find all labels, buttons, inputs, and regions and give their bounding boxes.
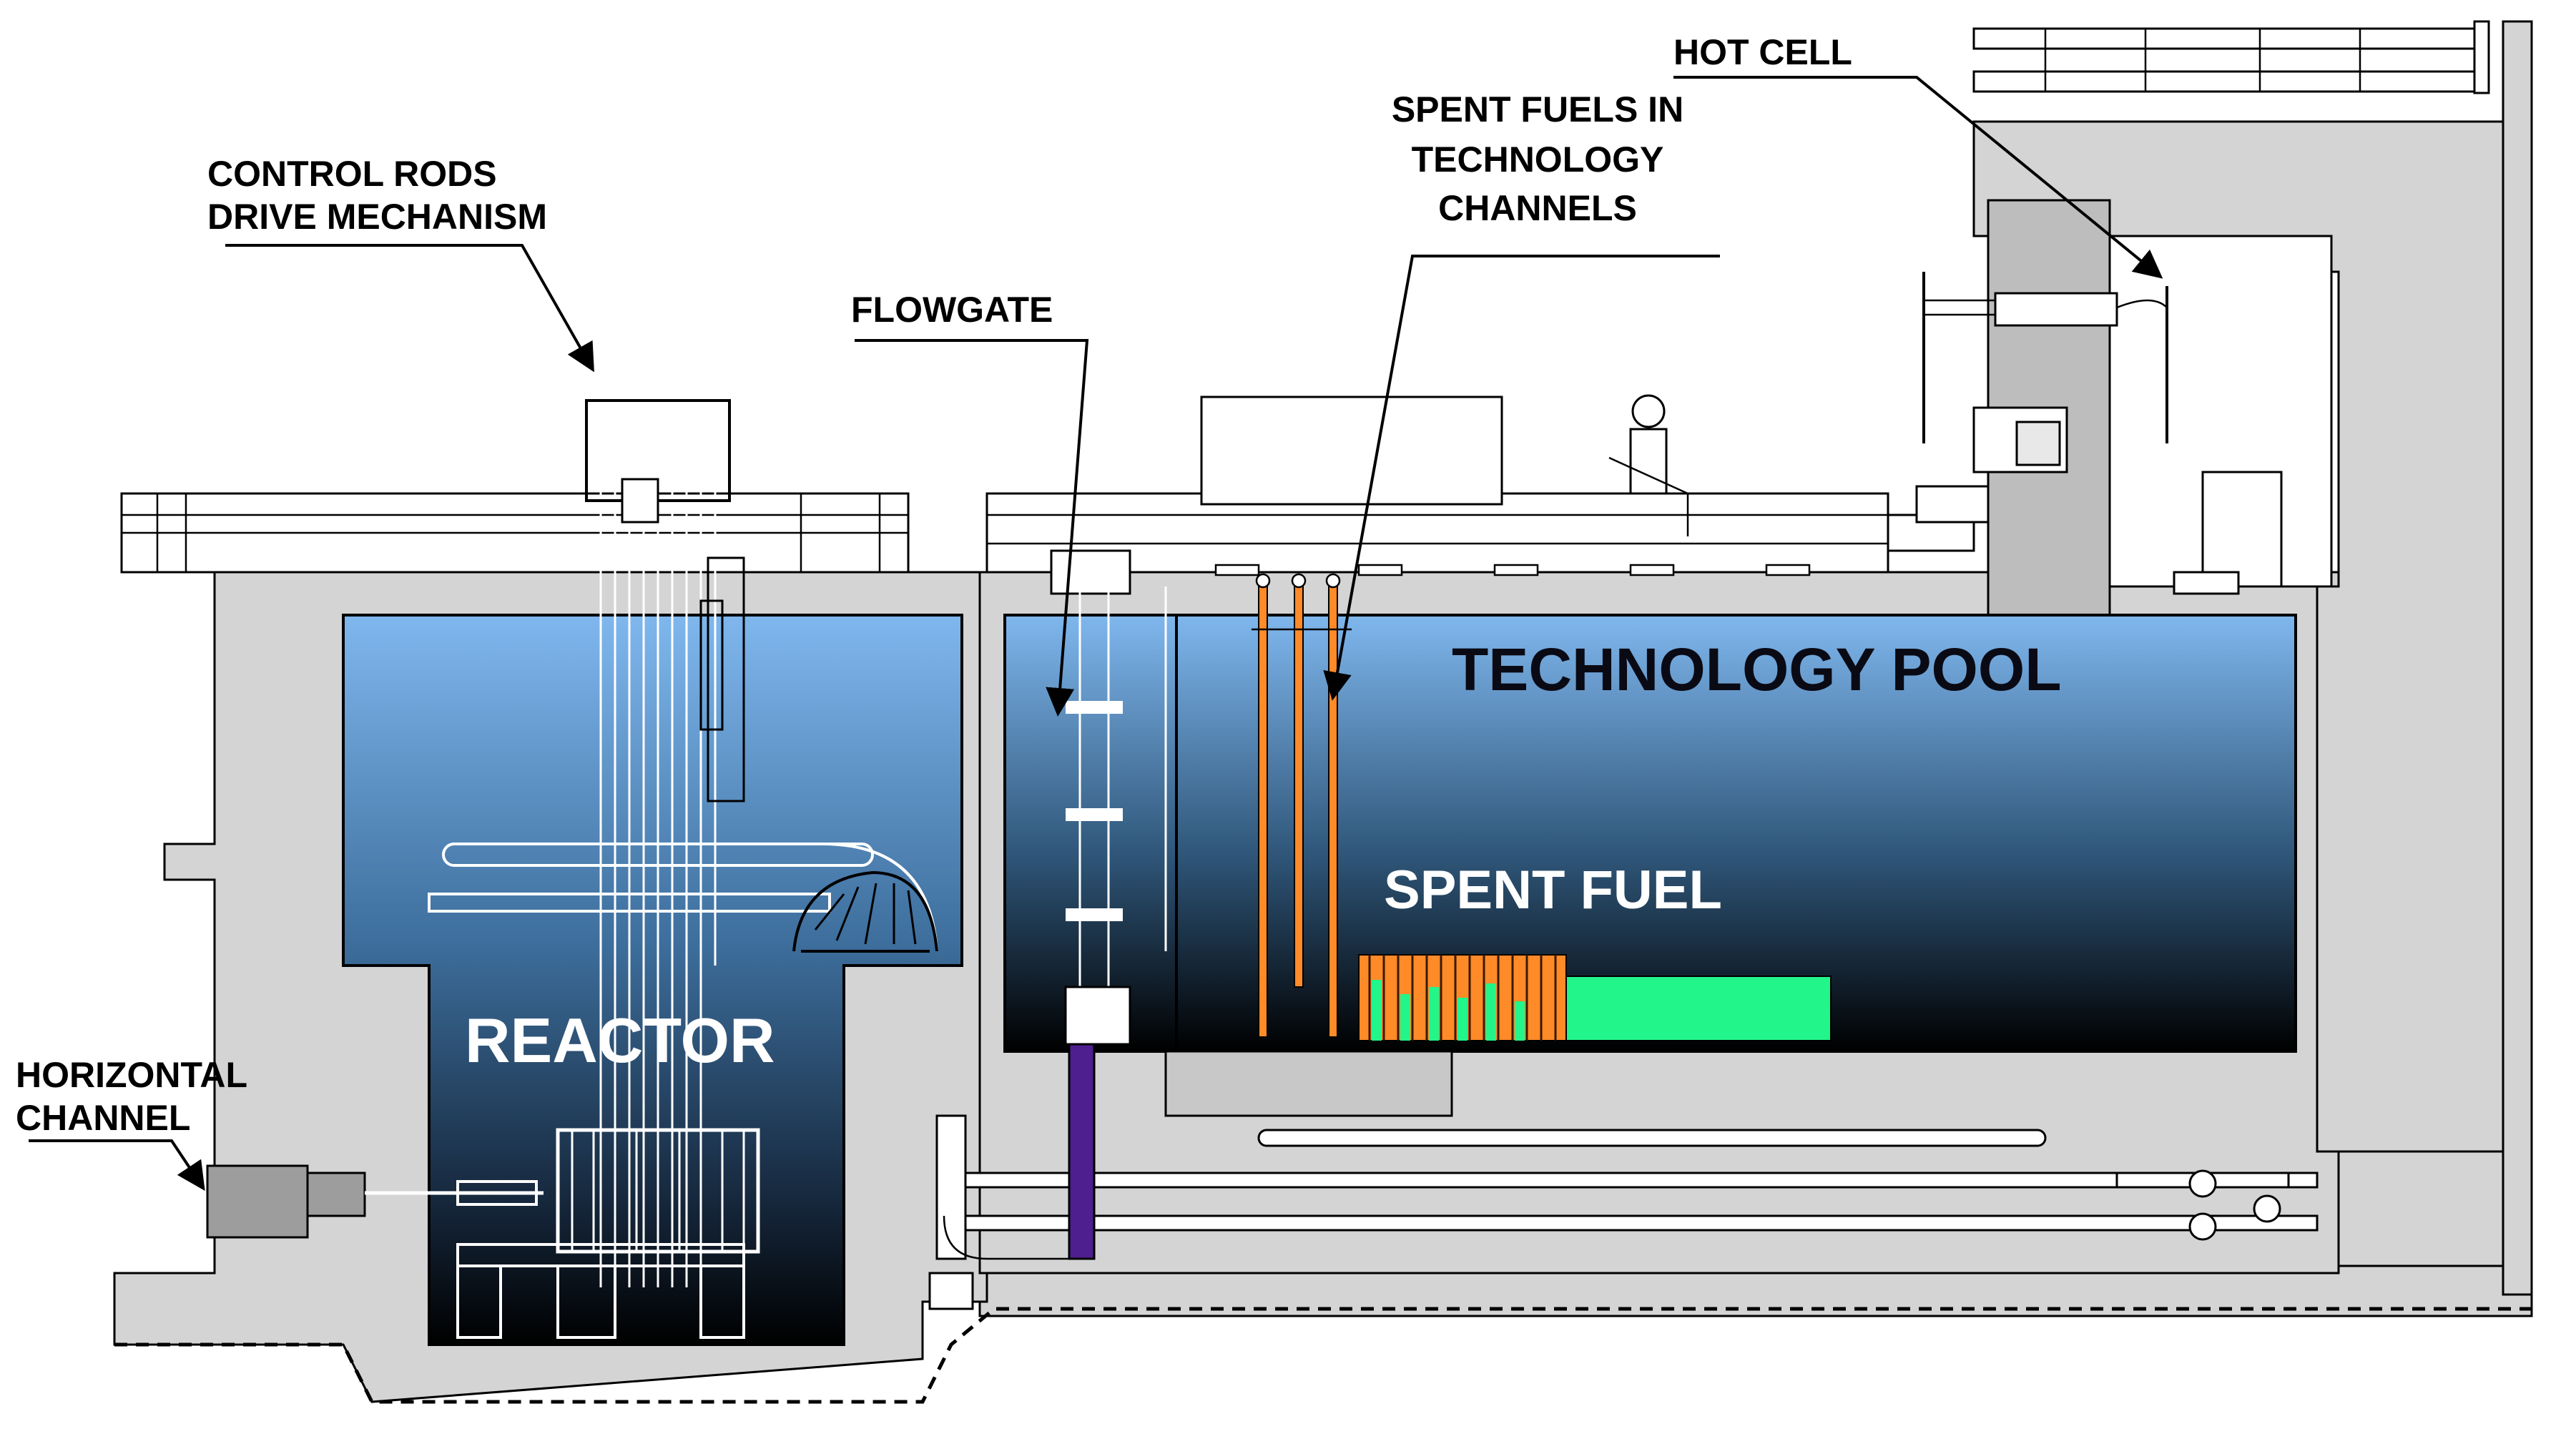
reactor-internals (428, 358, 938, 1339)
flowgate-assembly (1050, 549, 1167, 1260)
hot-cell-leader (1673, 76, 2163, 279)
roof-beams (1972, 20, 2490, 94)
horizontal-channel (206, 1164, 544, 1239)
horizontal-channel-label-line1: HORIZONTAL (16, 1055, 247, 1095)
hot-cell-outer-wall (2502, 20, 2533, 1296)
technology-pool-label: TECHNOLOGY POOL (1452, 636, 2062, 703)
hot-cell-manipulators (1915, 272, 2168, 524)
control-rods-label-line2: DRIVE MECHANISM (207, 197, 547, 237)
control-rods-leader (225, 244, 594, 373)
top-platform (120, 394, 1975, 576)
leader-lines (29, 76, 2163, 1191)
reactor-pool-water (342, 614, 963, 1346)
control-rods-label-line1: CONTROL RODS (207, 154, 497, 194)
lower-piping (928, 1114, 2319, 1310)
foundation-dashed-edge (114, 1307, 2532, 1404)
horizontal-channel-label-line2: CHANNEL (16, 1098, 190, 1138)
reactor-core (456, 1128, 760, 1339)
pool-crane-ladder (1608, 394, 1689, 536)
technology-channels (1252, 573, 1352, 1038)
spent-fuels-channels-leader (1323, 255, 1720, 701)
flowgate-label: FLOWGATE (851, 290, 1053, 330)
hot-cell-label: HOT CELL (1673, 32, 1852, 72)
pool-vent-slots (1214, 564, 1811, 576)
reactor-label: REACTOR (465, 1005, 775, 1076)
spent-fuels-label-line1: SPENT FUELS IN (1392, 89, 1683, 129)
horizontal-channel-leader (29, 1139, 205, 1191)
flowgate-channel-water (1003, 614, 1178, 1053)
spent-fuel-rack (1358, 954, 1832, 1041)
flowgate-leader (855, 339, 1089, 717)
spent-fuel-storage-block (1565, 976, 1832, 1041)
flowgate-shaft (1068, 1043, 1096, 1260)
spent-fuel-label: SPENT FUEL (1384, 860, 1722, 920)
diagram-labels: CONTROL RODS DRIVE MECHANISM FLOWGATE SP… (16, 32, 2062, 1138)
spent-fuels-label-line3: CHANNELS (1438, 188, 1637, 228)
spent-fuels-label-line2: TECHNOLOGY (1412, 139, 1664, 180)
